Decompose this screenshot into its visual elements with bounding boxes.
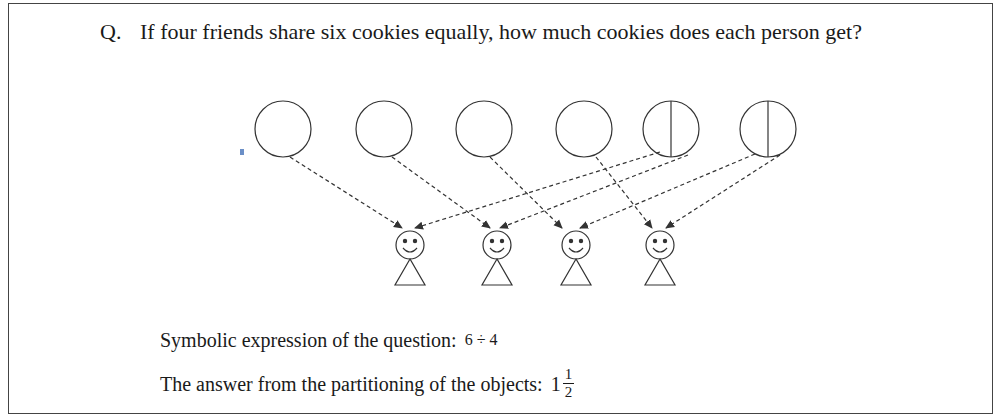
mixed-whole: 1 [551,370,561,398]
sharing-arrows [290,152,780,228]
expression-row: Symbolic expression of the question: 6 ÷ … [160,326,497,354]
question-row: Q.If four friends share six cookies equa… [100,12,955,52]
expression-value: 6 ÷ 4 [465,326,498,354]
answer-row: The answer from the partitioning of the … [160,366,574,401]
fraction-bar [563,383,575,384]
question-text: If four friends share six cookies equall… [140,12,955,52]
expression-label: Symbolic expression of the question: [160,326,457,354]
numerator: 1 [563,366,575,383]
denominator: 2 [563,384,575,401]
marker-dot [240,149,244,155]
cookies [255,101,796,157]
answer-label: The answer from the partitioning of the … [160,370,543,398]
question-mark: Q. [100,12,140,52]
frame [9,4,993,414]
friends [395,231,675,285]
fraction: 12 [563,366,575,401]
